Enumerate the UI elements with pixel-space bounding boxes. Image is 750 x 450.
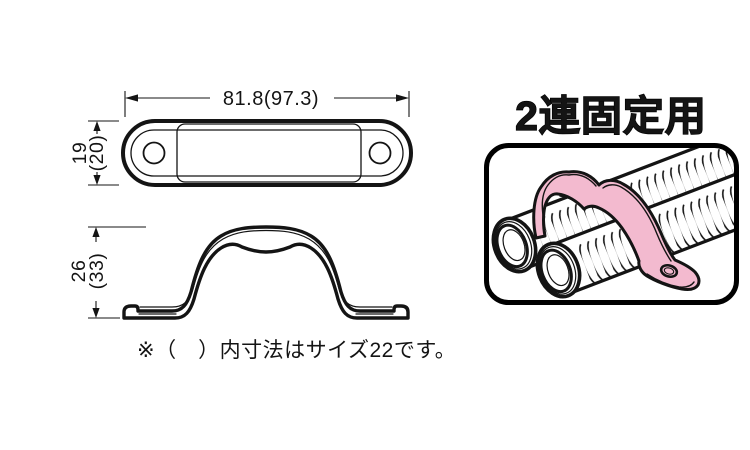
top-view-drawing bbox=[121, 119, 413, 187]
footnote: ※（ ）内寸法はサイズ22です。 bbox=[137, 339, 456, 362]
front-view-height-label: 26 bbox=[68, 260, 90, 283]
top-view-height-dimension bbox=[88, 120, 119, 186]
front-view-outline bbox=[122, 225, 410, 320]
front-view-height-dimension bbox=[88, 226, 146, 319]
top-view-outer-outline bbox=[121, 119, 413, 187]
top-view-center-block bbox=[176, 123, 362, 183]
saddle-clamp bbox=[532, 170, 701, 291]
top-view-inner-outline bbox=[130, 129, 404, 177]
top-view-left-hole bbox=[142, 141, 166, 165]
front-view-height-paren-label: (33) bbox=[86, 253, 108, 290]
illustration-box-border bbox=[484, 143, 739, 305]
top-view-height-label: 19 bbox=[69, 142, 91, 165]
front-view-drawing bbox=[122, 225, 410, 320]
illustration bbox=[484, 143, 739, 305]
screw-hole-inner-ring bbox=[663, 267, 675, 275]
front-view-edge-highlight bbox=[139, 229, 393, 308]
saddle-clamp-edge-lines bbox=[541, 173, 695, 288]
top-view-width-label: 81.8(97.3) bbox=[223, 88, 319, 110]
top-view-width-dimension bbox=[124, 91, 410, 117]
panel-title: 2連固定用 bbox=[515, 93, 707, 139]
top-view-right-hole bbox=[368, 141, 392, 165]
top-view-height-paren-label: (20) bbox=[86, 135, 108, 172]
